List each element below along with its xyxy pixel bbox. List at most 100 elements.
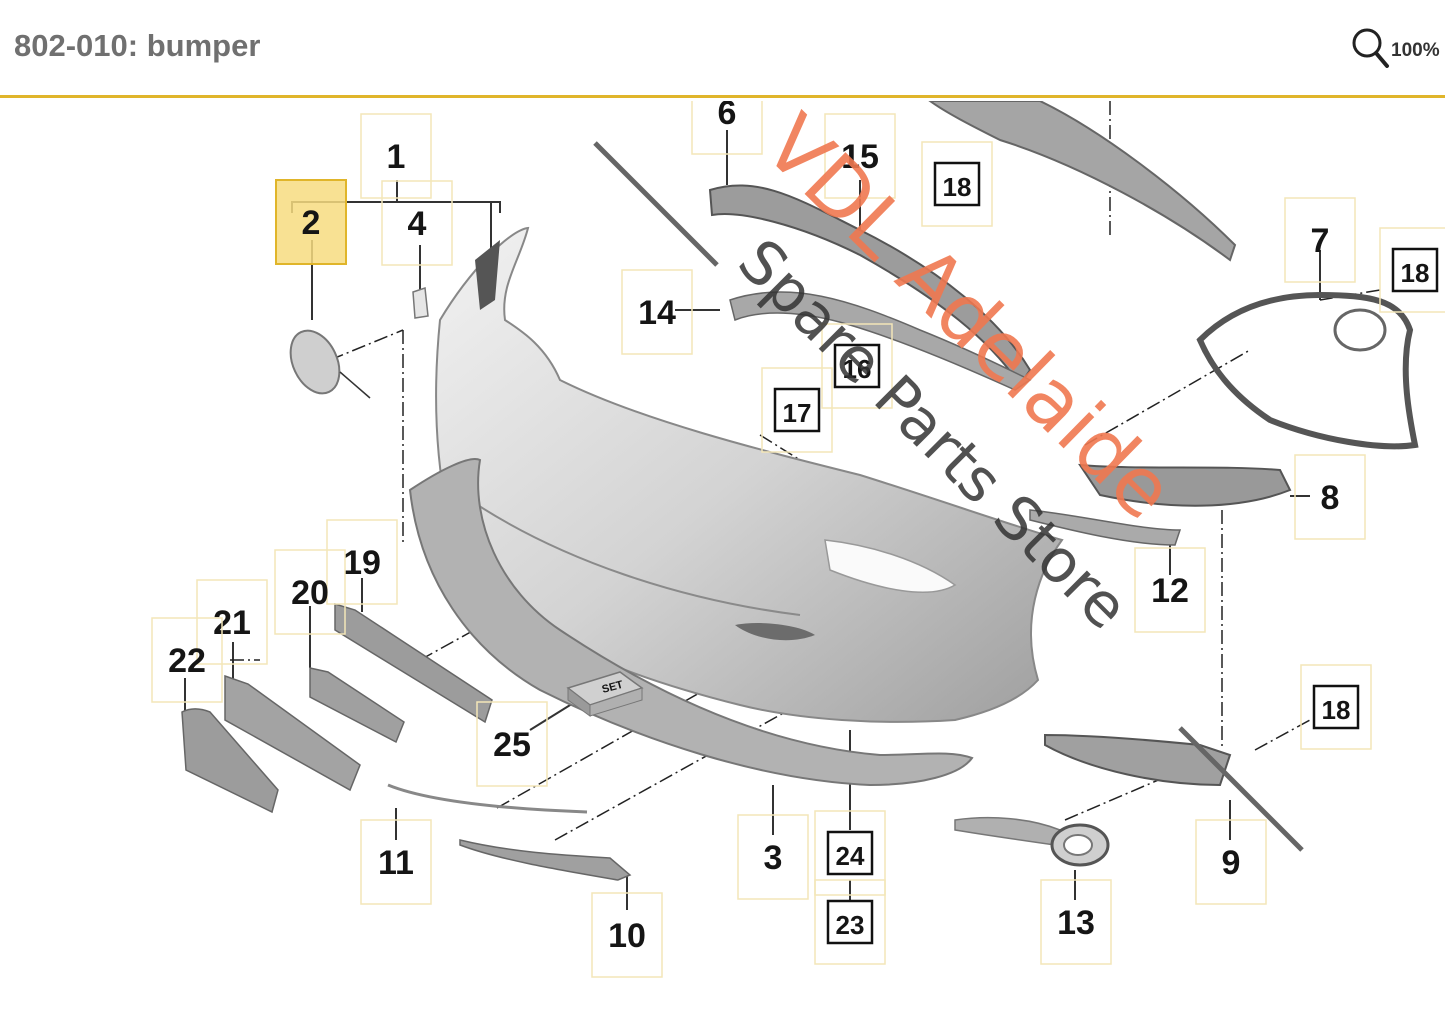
license-plate-brackets[interactable] (181, 602, 493, 814)
callout-label: 2 (302, 204, 321, 242)
callout-frame[interactable] (196, 579, 268, 665)
callout-layer: 1234678910111213141516171818181920212223… (151, 101, 1445, 978)
callout-frame[interactable] (1379, 227, 1445, 313)
callout-label: 19 (343, 544, 381, 582)
callout-10[interactable]: 10 (591, 892, 663, 978)
headlight-bracket[interactable] (1196, 291, 1419, 450)
callout-frame[interactable] (274, 549, 346, 635)
callout-label: 4 (408, 205, 427, 243)
callout-label: 25 (493, 726, 531, 764)
callout-frame[interactable] (824, 113, 896, 199)
callout-19[interactable]: 19 (326, 519, 398, 605)
callout-frame[interactable] (151, 617, 223, 703)
callout-20[interactable]: 20 (274, 549, 346, 635)
callout-frame[interactable] (621, 269, 693, 355)
callout-frame[interactable] (821, 323, 893, 409)
callout-label: 20 (291, 574, 329, 612)
callout-label: 11 (378, 844, 414, 882)
set-package[interactable]: SET (566, 671, 644, 717)
callout-frame[interactable] (1300, 664, 1372, 750)
callout-label: 18 (1401, 258, 1430, 288)
callout-14[interactable]: 14 (621, 269, 693, 355)
callout-box (826, 830, 874, 876)
small-clip[interactable] (412, 286, 429, 319)
callout-label: 14 (638, 294, 676, 332)
callout-label: 10 (608, 917, 646, 955)
magnifier-icon[interactable] (1349, 24, 1393, 68)
callout-17[interactable]: 17 (761, 367, 833, 453)
callout-frame[interactable] (814, 810, 886, 896)
callout-15[interactable]: 15 (824, 113, 896, 199)
zoom-level: 100% (1391, 40, 1440, 61)
callout-label: 21 (213, 604, 251, 642)
callout-18[interactable]: 18 (1300, 664, 1372, 750)
callout-frame[interactable] (1134, 547, 1206, 633)
callout-3[interactable]: 3 (737, 814, 809, 900)
callout-frame[interactable] (381, 180, 453, 266)
callout-2[interactable]: 2 (275, 179, 347, 265)
callout-7[interactable]: 7 (1284, 197, 1356, 283)
callout-frame[interactable] (761, 367, 833, 453)
header-bar: 802-010: bumper 100% (0, 0, 1445, 98)
callout-4[interactable]: 4 (381, 180, 453, 266)
callout-frame[interactable] (737, 814, 809, 900)
diagram-canvas: SET 123467891011121314151617181818192021… (151, 101, 1445, 978)
callout-box (826, 899, 874, 945)
callout-16[interactable]: 16 (821, 323, 893, 409)
callout-frame[interactable] (360, 113, 432, 199)
callout-9[interactable]: 9 (1195, 819, 1267, 905)
callout-24[interactable]: 24 (814, 810, 886, 896)
callout-box (1391, 247, 1439, 293)
callout-21[interactable]: 21 (196, 579, 268, 665)
bumper-lower-lip[interactable] (408, 458, 974, 787)
callout-label: 6 (718, 101, 737, 132)
callout-frame[interactable] (326, 519, 398, 605)
callout-label: 9 (1222, 844, 1241, 882)
air-guide-strips[interactable] (1029, 463, 1292, 546)
callout-frame[interactable] (275, 179, 347, 265)
callout-label: 7 (1311, 222, 1330, 260)
lower-side-grille[interactable] (954, 733, 1232, 867)
tow-eye-cover[interactable] (281, 323, 371, 401)
callout-frame[interactable] (360, 819, 432, 905)
callout-frame[interactable] (814, 879, 886, 965)
callout-25[interactable]: 25 (476, 701, 548, 787)
callout-label: 16 (843, 354, 872, 384)
callout-label: 3 (764, 839, 783, 877)
callout-frame[interactable] (1294, 454, 1366, 540)
front-bumper-cover[interactable] (435, 226, 1064, 723)
callout-11[interactable]: 11 (360, 819, 432, 905)
callout-23[interactable]: 23 (814, 879, 886, 965)
callout-label: 12 (1151, 572, 1189, 610)
callout-18[interactable]: 18 (921, 141, 993, 227)
callout-label: 24 (836, 841, 865, 871)
callout-frame[interactable] (591, 892, 663, 978)
callout-frame[interactable] (1040, 879, 1112, 965)
callout-label: 18 (1322, 695, 1351, 725)
callout-label: 1 (387, 138, 406, 176)
callout-frame[interactable] (691, 101, 763, 155)
callout-frame[interactable] (1195, 819, 1267, 905)
callout-13[interactable]: 13 (1040, 879, 1112, 965)
callout-frame[interactable] (476, 701, 548, 787)
callout-1[interactable]: 1 (360, 113, 432, 199)
callout-12[interactable]: 12 (1134, 547, 1206, 633)
callout-18[interactable]: 18 (1379, 227, 1445, 313)
callout-label: 13 (1057, 904, 1095, 942)
callout-box (833, 343, 881, 389)
callout-label: 8 (1321, 479, 1340, 517)
trim-strips[interactable] (387, 783, 632, 881)
callout-6[interactable]: 6 (691, 101, 763, 155)
callout-label: 15 (841, 138, 879, 176)
callout-8[interactable]: 8 (1294, 454, 1366, 540)
callout-frame[interactable] (921, 141, 993, 227)
upper-grille[interactable] (708, 184, 1032, 391)
leader-lines (184, 130, 1321, 910)
callout-box (773, 387, 821, 433)
callout-22[interactable]: 22 (151, 617, 223, 703)
impact-absorber[interactable] (928, 101, 1237, 262)
callout-label: 23 (836, 910, 865, 940)
zoom-control[interactable]: 100% (1349, 24, 1445, 68)
callout-frame[interactable] (1284, 197, 1356, 283)
